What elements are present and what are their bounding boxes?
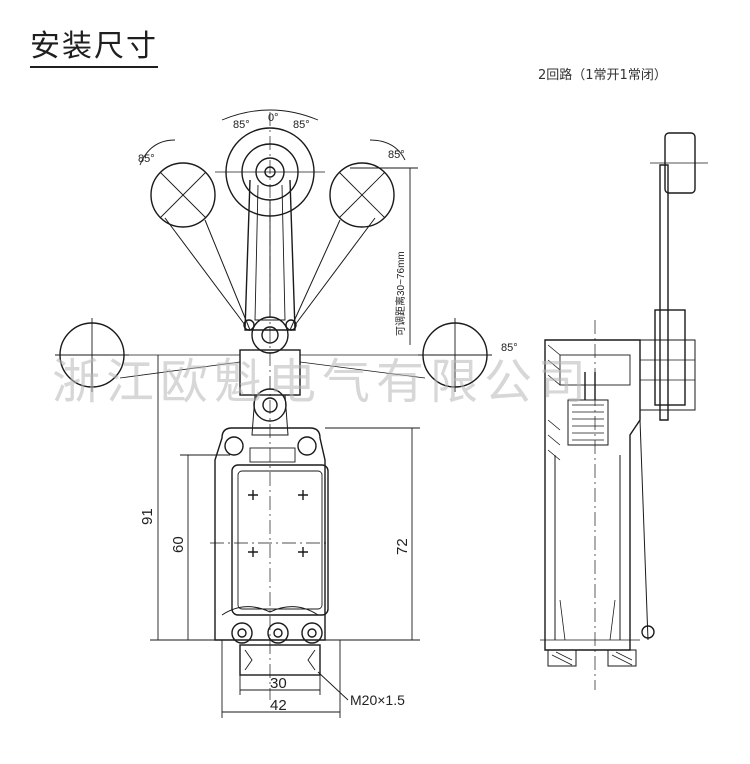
dim-30-label: 30 — [270, 675, 287, 692]
dim-60-label: 60 — [170, 536, 187, 553]
adjustable-arm — [244, 179, 296, 331]
dim-91-label: 91 — [139, 508, 156, 525]
pivot-hub — [239, 316, 301, 436]
dim-42-label: 42 — [270, 697, 287, 714]
dim-72-label: 72 — [394, 538, 411, 555]
angle-upper-right-label: 85° — [388, 149, 405, 161]
angle-side-right-label: 85° — [501, 342, 518, 354]
page-title: 安装尺寸 — [30, 30, 158, 68]
roller-upper-right — [329, 162, 395, 228]
adjustable-range-label: 可调距离30~76mm — [394, 251, 407, 336]
angle-0-label: 0° — [268, 112, 279, 124]
dimension-lines — [150, 167, 420, 718]
switch-body — [210, 427, 330, 676]
side-view — [540, 132, 708, 690]
circuit-subtitle: 2回路（1常开1常闭） — [538, 68, 667, 83]
angle-top-left-label: 85° — [233, 119, 250, 131]
angle-upper-left-label: 85° — [138, 153, 155, 165]
roller-upper-left — [150, 162, 216, 228]
thread-spec-label: M20×1.5 — [350, 692, 405, 708]
watermark-text: 浙江欧魁电气有限公司 — [52, 354, 592, 410]
angle-top-right-label: 85° — [293, 119, 310, 131]
